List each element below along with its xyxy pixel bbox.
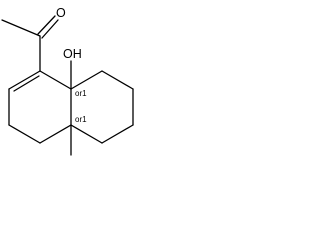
stereo-label-c4a: or1 — [75, 115, 87, 124]
bond-c8a-c8 — [70, 70, 103, 90]
bond-carbonyl-ketone-oxygen-2 — [41, 19, 59, 39]
ketone-oxygen-label: O — [56, 6, 66, 20]
bond-c6-c5 — [101, 124, 134, 144]
bond-c8-c7 — [101, 70, 134, 90]
hydroxyl-label: OH — [63, 47, 82, 61]
chemical-structure-diagram: O OH or1 or1 — [1, 6, 134, 156]
bond-c3-c4 — [8, 124, 41, 144]
bond-c1-c2-inner — [13, 75, 40, 92]
bond-c1-c2-double — [8, 70, 41, 90]
bond-carbonyl-ketone-oxygen-1 — [37, 15, 56, 35]
bond-c4-c4a — [39, 124, 72, 144]
bond-methyl-carbonyl — [1, 19, 41, 37]
stereo-label-c8a: or1 — [75, 89, 87, 98]
bond-c5-c4a — [70, 124, 103, 144]
bond-c1-c8a — [39, 70, 72, 90]
